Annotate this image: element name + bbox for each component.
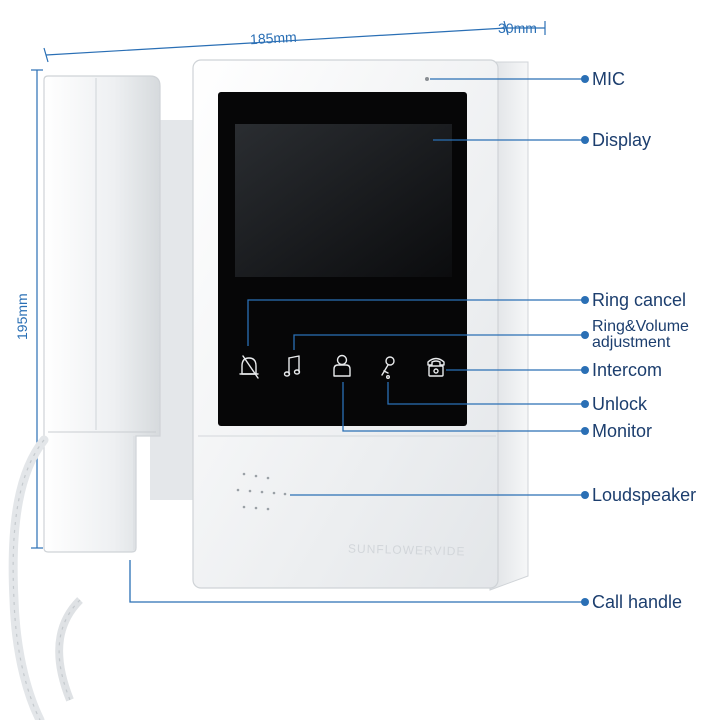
- ring-volume-callout-line: [293, 334, 585, 350]
- display-screen: [235, 124, 452, 277]
- callout-dots: [581, 75, 589, 606]
- call-handle-label: Call handle: [592, 592, 683, 612]
- width-dimension-label: 185mm: [249, 28, 298, 48]
- loudspeaker-label: Loudspeaker: [592, 485, 697, 505]
- ring-volume-label-line1: Ring&Volume: [592, 318, 689, 335]
- ring-cancel-label: Ring cancel: [592, 290, 687, 310]
- intercom-label: Intercom: [592, 360, 663, 380]
- handset: [43, 75, 161, 553]
- unlock-label: Unlock: [592, 394, 648, 414]
- mic-hole: [425, 77, 429, 81]
- ring-cancel-callout-line: [247, 299, 585, 346]
- height-dimension-label: 195mm: [14, 293, 30, 340]
- person-icon[interactable]: [333, 354, 351, 377]
- mic-label: MIC: [592, 69, 625, 89]
- loudspeaker-grille: [236, 472, 287, 511]
- monitor-callout-line: [342, 382, 585, 432]
- music-note-icon[interactable]: [283, 355, 301, 377]
- width-dimension-line: [45, 27, 507, 56]
- dimension-lines: [31, 20, 546, 549]
- coiled-cord: [8, 435, 49, 720]
- ring-volume-label-line2: adjustment: [592, 334, 671, 351]
- bell-off-icon[interactable]: [239, 355, 259, 379]
- call-handle-callout-line: [129, 560, 585, 603]
- depth-dimension-label: 30mm: [498, 20, 537, 36]
- phone-icon[interactable]: [427, 357, 445, 377]
- button-row: [239, 354, 445, 380]
- key-icon[interactable]: [381, 356, 395, 380]
- display-label: Display: [592, 130, 652, 150]
- monitor-label: Monitor: [592, 421, 653, 441]
- callout-lines: [129, 78, 585, 603]
- unlock-callout-line: [387, 382, 585, 405]
